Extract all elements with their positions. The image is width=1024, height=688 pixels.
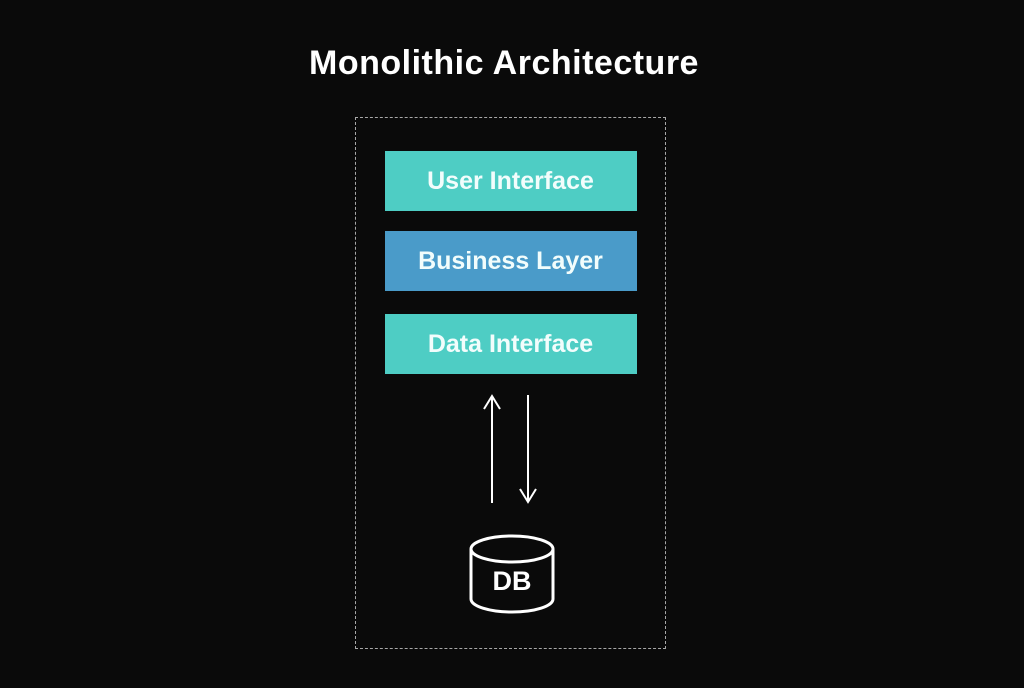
monolith-boundary: User Interface Business Layer Data Inter… <box>355 117 666 649</box>
layer-data-interface-label: Data Interface <box>427 329 594 358</box>
database-cylinder-icon <box>469 534 555 614</box>
bidirectional-arrows-icon <box>483 394 537 504</box>
layer-user-interface: User Interface <box>384 151 637 211</box>
layer-user-interface-label: User Interface <box>427 166 594 195</box>
layer-data-interface: Data Interface <box>384 314 637 374</box>
database-label: DB <box>492 566 532 596</box>
layer-business-layer-label: Business Layer <box>418 246 603 275</box>
page-title: Monolithic Architecture <box>309 44 699 82</box>
layer-business-layer: Business Layer <box>384 231 637 291</box>
